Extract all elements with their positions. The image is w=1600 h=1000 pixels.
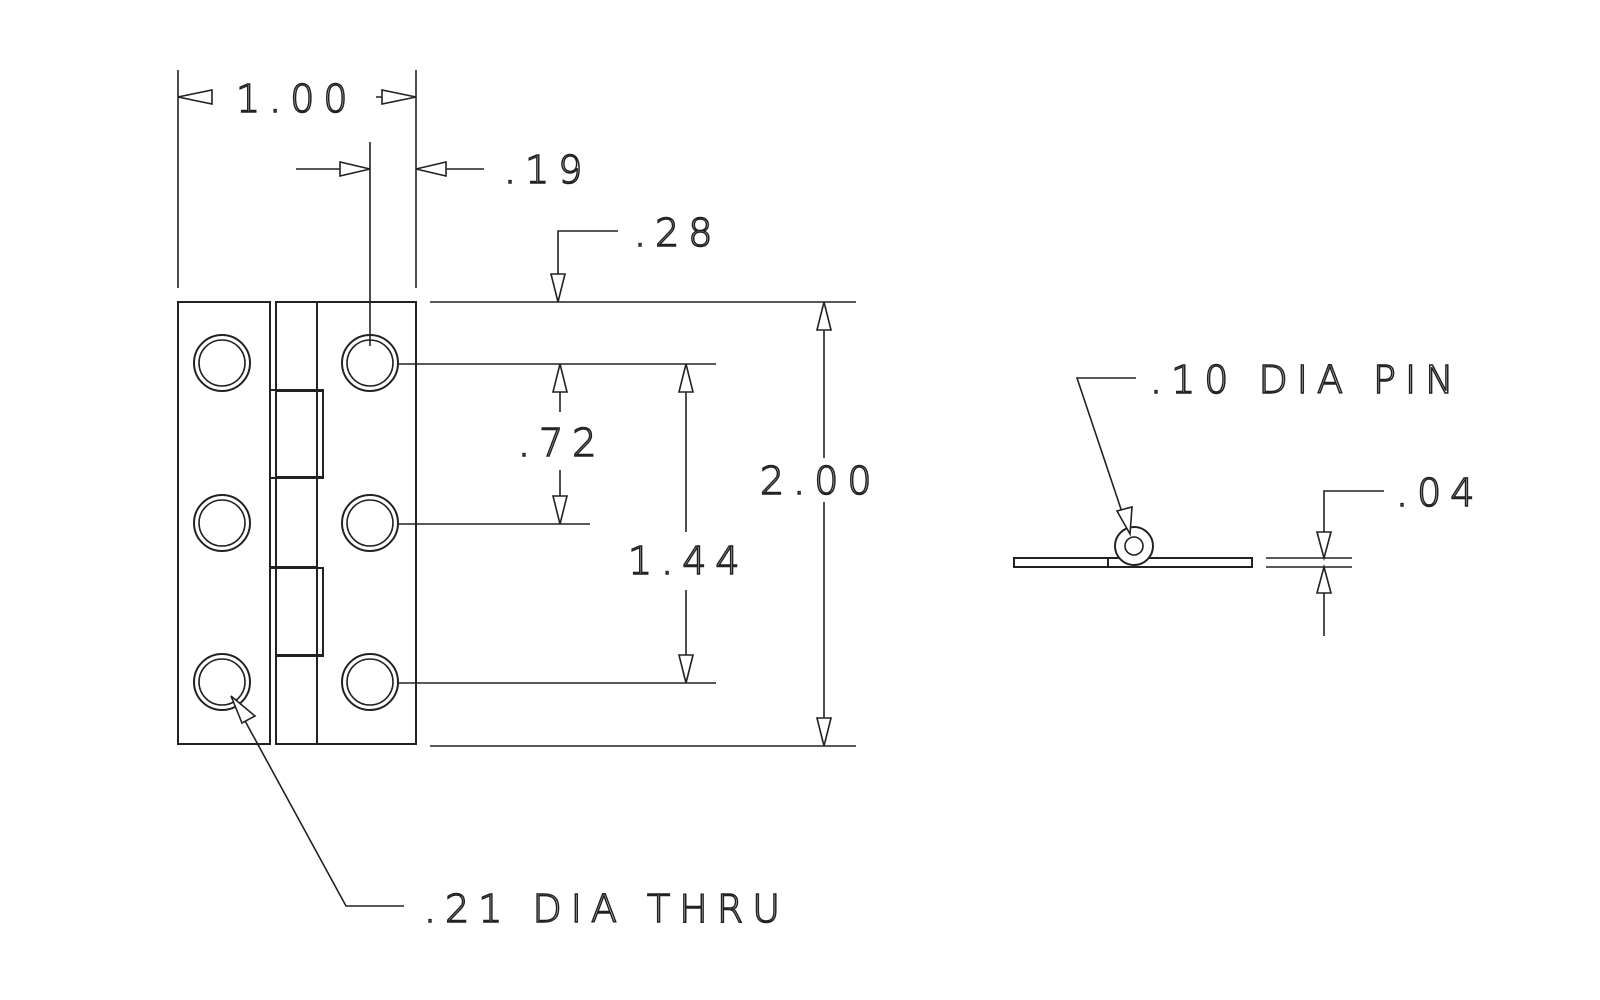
knuckle-offset-label: .19: [504, 148, 591, 192]
hole: [193, 653, 251, 711]
leaf-thickness-label: .04: [1396, 471, 1483, 515]
hole: [193, 494, 251, 552]
overall-width-label: 1.00: [236, 77, 357, 121]
pin: [1124, 536, 1144, 556]
hole-callout-label: .21 DIA THRU: [424, 887, 789, 931]
right-leaf: [275, 301, 417, 745]
hole: [341, 653, 399, 711]
pin-callout-label: .10 DIA PIN: [1150, 358, 1463, 402]
hinge-side-view: [1013, 377, 1384, 636]
hole: [341, 494, 399, 552]
overall-height-label: 2.00: [760, 459, 881, 503]
pin-barrel: [1114, 526, 1154, 566]
hole-span-label: 1.44: [628, 539, 749, 583]
hole-spacing-label: .72: [518, 421, 605, 465]
knuckle-segments: [269, 389, 324, 657]
right-holes: [341, 334, 399, 711]
top-offset-label: .28: [634, 211, 721, 255]
left-holes: [193, 334, 251, 711]
hinge-front-view: [177, 301, 417, 745]
hole: [193, 334, 251, 392]
dimension-lines: [177, 70, 856, 907]
